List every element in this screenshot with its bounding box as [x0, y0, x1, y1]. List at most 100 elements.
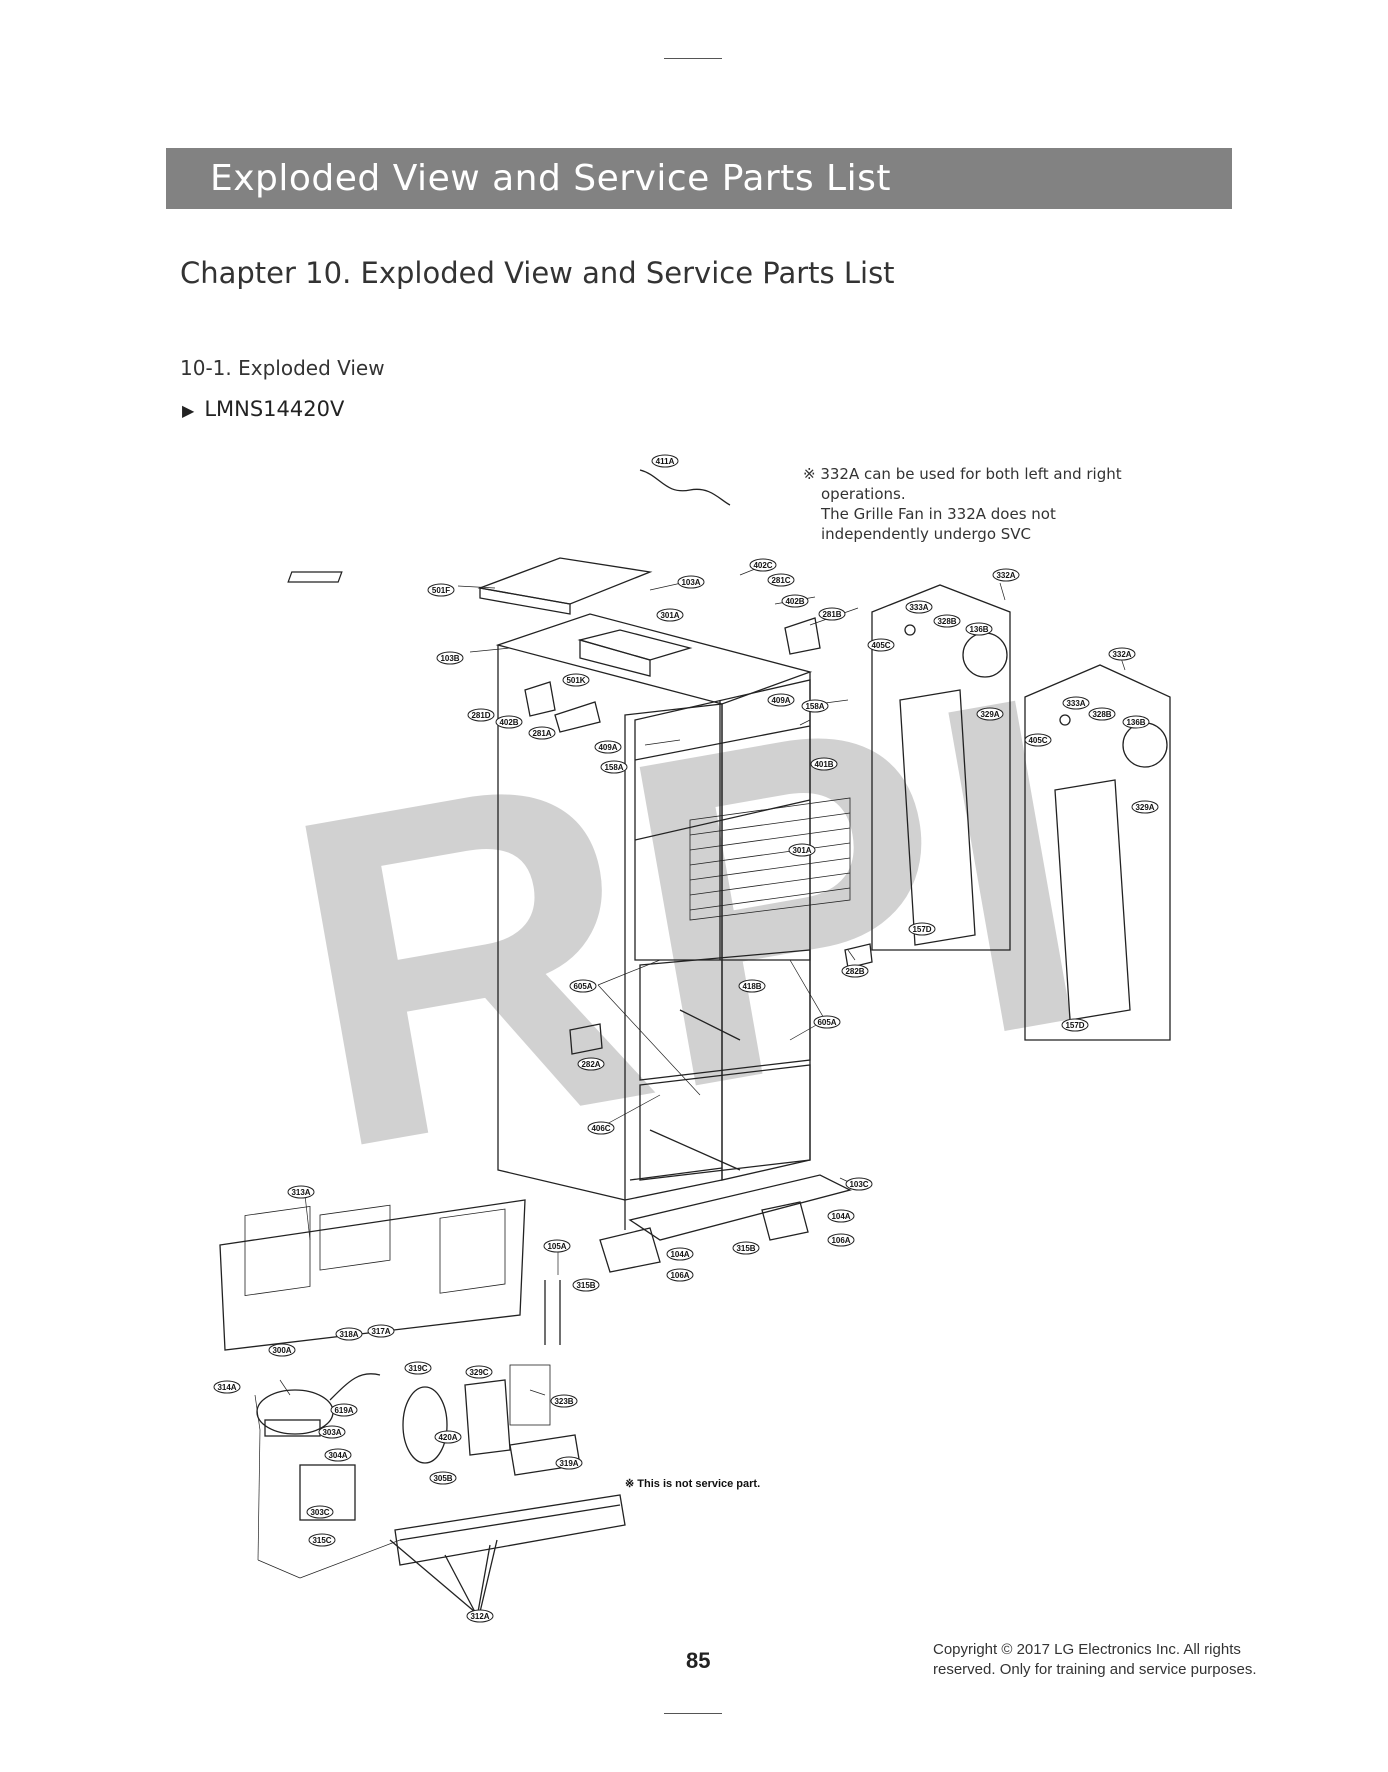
callout-label: 103A — [681, 578, 700, 587]
callout-label: 313A — [291, 1188, 310, 1197]
callout-label: 319C — [408, 1364, 427, 1373]
callout-label: 312A — [470, 1612, 489, 1621]
callout-label: 406C — [591, 1124, 610, 1133]
model-name: LMNS14420V — [204, 397, 345, 421]
grille-fan-2 — [1122, 722, 1168, 768]
callout-label: 281B — [822, 610, 841, 619]
callout-bubbles — [213, 454, 1159, 1623]
top-cover-front — [479, 587, 571, 615]
callout-label: 281C — [771, 576, 790, 585]
callout-label: 281D — [471, 711, 490, 720]
callout-label: 501F — [432, 586, 450, 595]
callout-label: 418B — [742, 982, 761, 991]
callout-label: 317A — [371, 1327, 390, 1336]
service-note: ※ 332A can be used for both left and rig… — [803, 464, 1163, 544]
callout-label: 409A — [771, 696, 790, 705]
fan-shroud — [464, 1379, 511, 1456]
copyright-notice: Copyright © 2017 LG Electronics Inc. All… — [933, 1640, 1257, 1680]
callout-label: 401B — [814, 760, 833, 769]
callout-label: 136B — [1126, 718, 1145, 727]
duct-cover-2 — [1054, 779, 1131, 1021]
callout-label: 303C — [310, 1508, 329, 1517]
callout-label: 157D — [1065, 1021, 1084, 1030]
callout-label: 305B — [433, 1474, 452, 1483]
callout-label: 157D — [912, 925, 931, 934]
condenser-fan — [402, 1386, 448, 1464]
hinge-low-left — [569, 1023, 603, 1055]
hinge-left — [524, 681, 556, 717]
callout-label: 301A — [660, 611, 679, 620]
callout-label: 315C — [312, 1536, 331, 1545]
top-cover — [477, 557, 653, 605]
note-line: independently undergo SVC — [821, 525, 1032, 543]
note-line: operations. — [821, 485, 906, 503]
callout-label: 323B — [554, 1397, 573, 1406]
callout-label: 301A — [792, 846, 811, 855]
hinge-mid — [554, 701, 601, 733]
callout-label: 411A — [656, 457, 675, 466]
callout-label: 103C — [849, 1180, 868, 1189]
section-title: 10-1. Exploded View — [180, 356, 385, 380]
callout-label: 501K — [566, 676, 585, 685]
callout-label: 619A — [334, 1406, 353, 1415]
machine-base-plate — [394, 1494, 626, 1566]
chapter-title: Chapter 10. Exploded View and Service Pa… — [180, 256, 895, 290]
callout-label: 281A — [532, 729, 551, 738]
callout-labels: 411A 402C 103A 281C 402B 501F 281B 301A … — [217, 457, 1154, 1621]
callout-label: 303A — [322, 1428, 341, 1437]
hinge-right — [784, 617, 821, 655]
callout-label: 329C — [469, 1368, 488, 1377]
callout-label: 420A — [438, 1433, 457, 1442]
callout-label: 405C — [1028, 736, 1047, 745]
cabinet-left-side — [497, 645, 626, 1201]
callout-label: 605A — [817, 1018, 836, 1027]
watermark-text: RPI — [257, 595, 1120, 1248]
capillary-tube — [329, 1373, 381, 1401]
callout-label: 158A — [805, 702, 824, 711]
bottom-rule — [664, 1713, 722, 1714]
callout-label: 314A — [217, 1383, 236, 1392]
callout-label: 405C — [871, 641, 890, 650]
line-art — [219, 469, 1171, 1613]
callout-label: 333A — [909, 603, 928, 612]
callout-label: 282B — [845, 967, 864, 976]
callout-label: 402C — [753, 561, 772, 570]
callout-label: 332A — [1112, 650, 1131, 659]
callout-label: 402B — [499, 718, 518, 727]
lower-compartment — [639, 1064, 811, 1181]
cabinet-base — [628, 1174, 852, 1241]
duct-cover-1 — [899, 689, 976, 946]
model-heading: ▶ LMNS14420V — [182, 397, 344, 421]
note-line: ※ 332A can be used for both left and rig… — [803, 465, 1122, 483]
section-banner: Exploded View and Service Parts List — [166, 148, 1232, 209]
copyright-line: Copyright © 2017 LG Electronics Inc. All… — [933, 1641, 1241, 1658]
callout-label: 105A — [547, 1242, 566, 1251]
callout-label: 304A — [328, 1451, 347, 1460]
callout-label: 315B — [736, 1244, 755, 1253]
callout-label: 605A — [573, 982, 592, 991]
callout-label: 319A — [559, 1459, 578, 1468]
callout-label: 104A — [831, 1212, 850, 1221]
callout-label: 329A — [980, 710, 999, 719]
page-number: 85 — [686, 1648, 711, 1673]
callout-label: 333A — [1066, 699, 1085, 708]
bullet-triangle-icon: ▶ — [182, 401, 195, 420]
not-service-part-note: ※ This is not service part. — [625, 1478, 760, 1490]
callout-label: 300A — [272, 1346, 291, 1355]
callout-label: 158A — [604, 763, 623, 772]
copyright-line: reserved. Only for training and service … — [933, 1661, 1257, 1678]
side-panel-2 — [1024, 664, 1171, 1041]
wire-harness — [639, 469, 731, 506]
callout-label: 136B — [969, 625, 988, 634]
callout-label: 106A — [831, 1236, 850, 1245]
side-panel-1 — [871, 584, 1011, 951]
note-line: The Grille Fan in 332A does not — [821, 505, 1056, 523]
callout-label: 103B — [440, 654, 459, 663]
callout-label: 402B — [785, 597, 804, 606]
callout-label: 328B — [1092, 710, 1111, 719]
rear-cover-panel — [219, 1199, 526, 1351]
callout-label: 318A — [339, 1330, 358, 1339]
callout-label: 282A — [581, 1060, 600, 1069]
callout-label: 409A — [598, 743, 617, 752]
